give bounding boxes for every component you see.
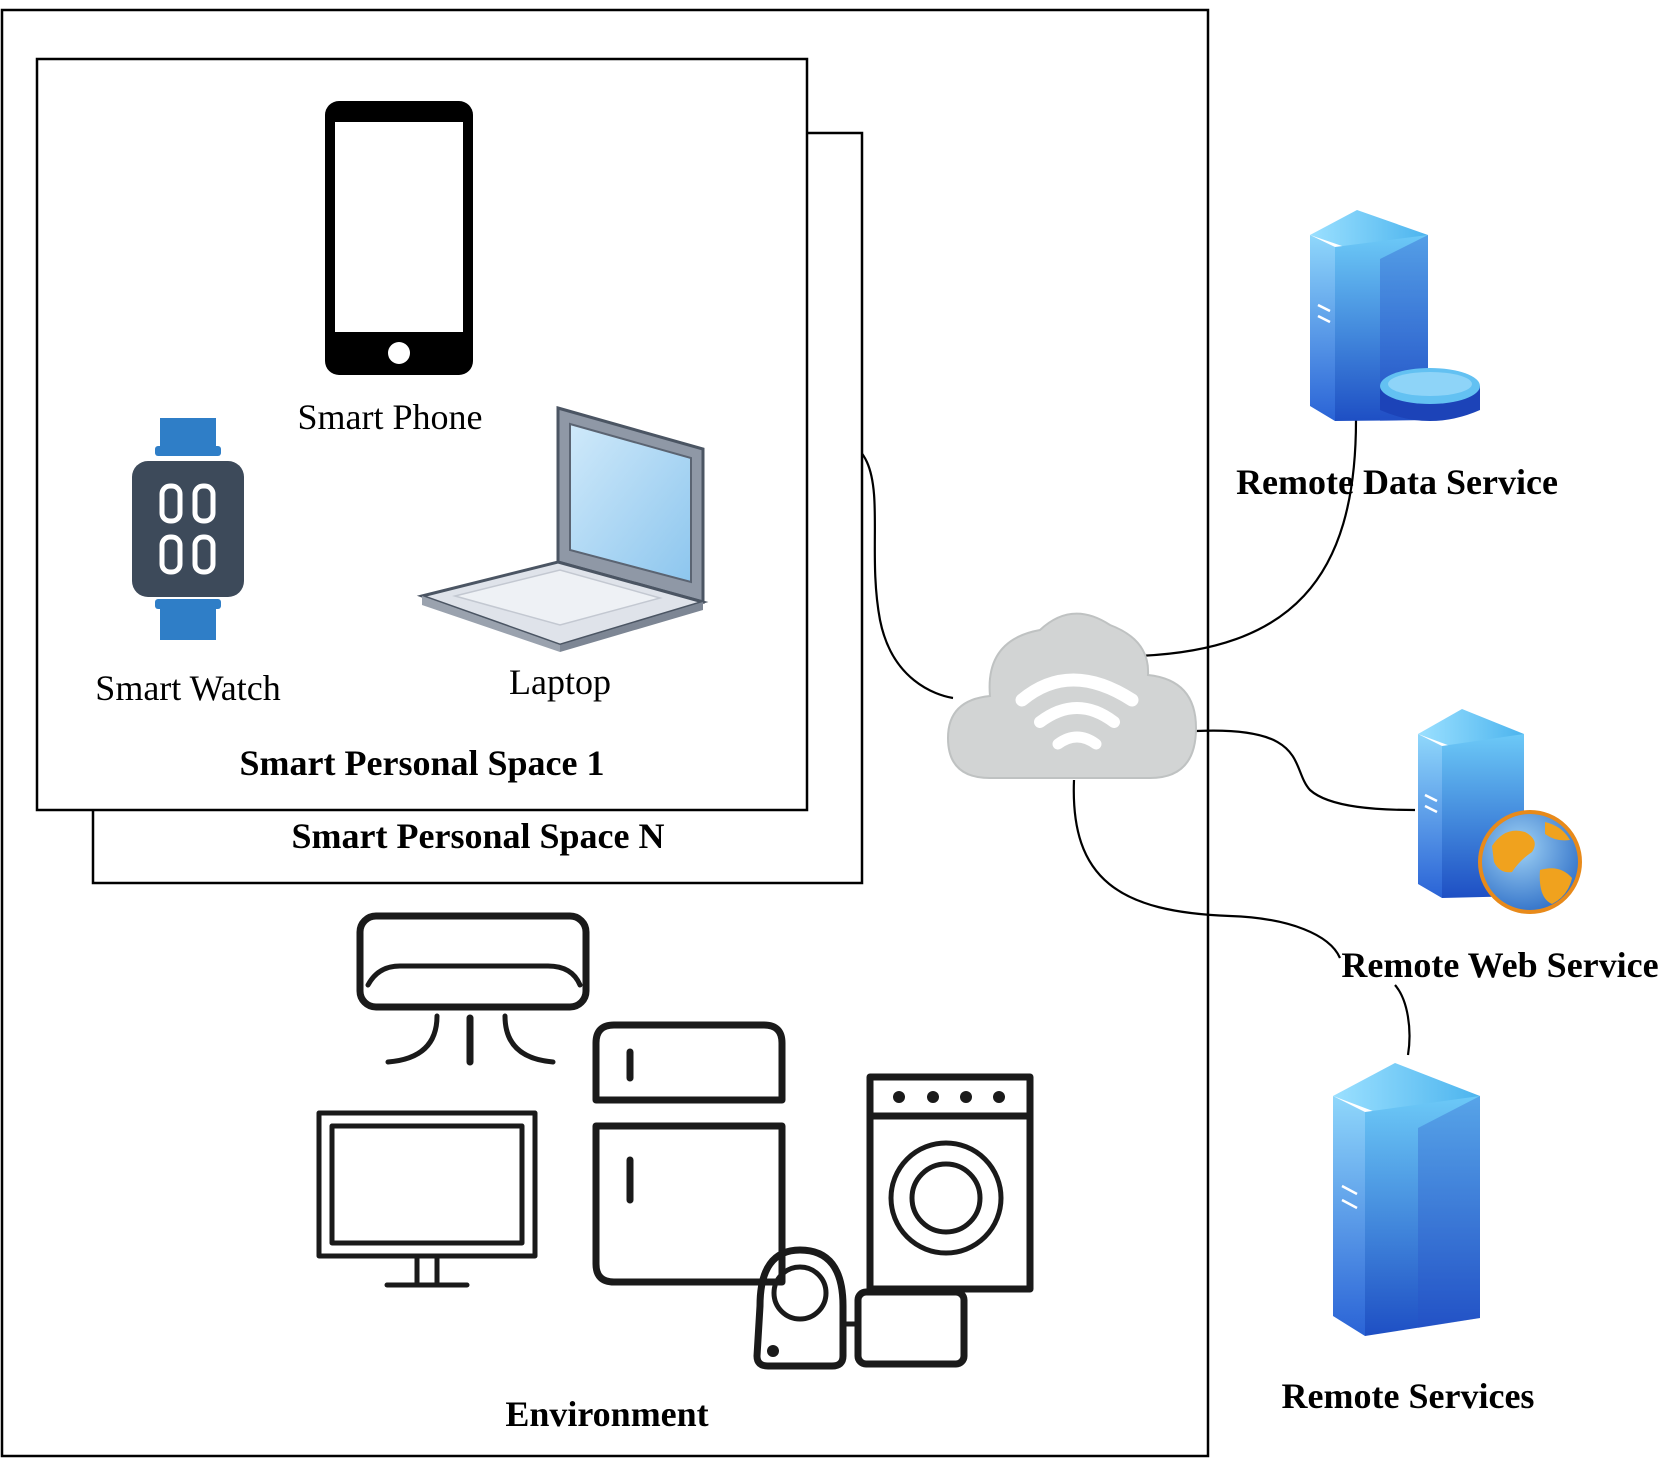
space-n-label: Smart Personal Space N	[292, 816, 665, 856]
edge-web-to-remote-services	[1394, 984, 1411, 1056]
edge-cloud-to-web-service	[1195, 729, 1416, 812]
remote-services-label: Remote Services	[1282, 1376, 1535, 1416]
smart-watch-label: Smart Watch	[95, 668, 280, 708]
web-server-icon	[1418, 709, 1582, 914]
air-conditioner-icon	[356, 912, 590, 1066]
database-server-icon	[1310, 210, 1480, 421]
remote-web-service-label: Remote Web Service	[1341, 945, 1658, 985]
space-1-label: Smart Personal Space 1	[240, 743, 605, 783]
edge-cloud-to-remote-services	[1072, 779, 1342, 959]
laptop-label: Laptop	[509, 662, 611, 702]
cloud-wifi-icon	[946, 612, 1198, 779]
remote-data-service-label: Remote Data Service	[1236, 462, 1558, 502]
server-icon	[1333, 1063, 1480, 1336]
environment-label: Environment	[505, 1394, 708, 1434]
edge-cloud-to-data-service	[1137, 419, 1358, 658]
security-camera-icon	[753, 1246, 968, 1370]
laptop-icon	[416, 406, 709, 652]
monitor-icon	[316, 1110, 538, 1288]
smartphone-icon	[325, 101, 473, 375]
smartwatch-icon	[132, 418, 244, 640]
smart-phone-label: Smart Phone	[298, 397, 483, 437]
refrigerator-icon	[592, 1021, 786, 1286]
